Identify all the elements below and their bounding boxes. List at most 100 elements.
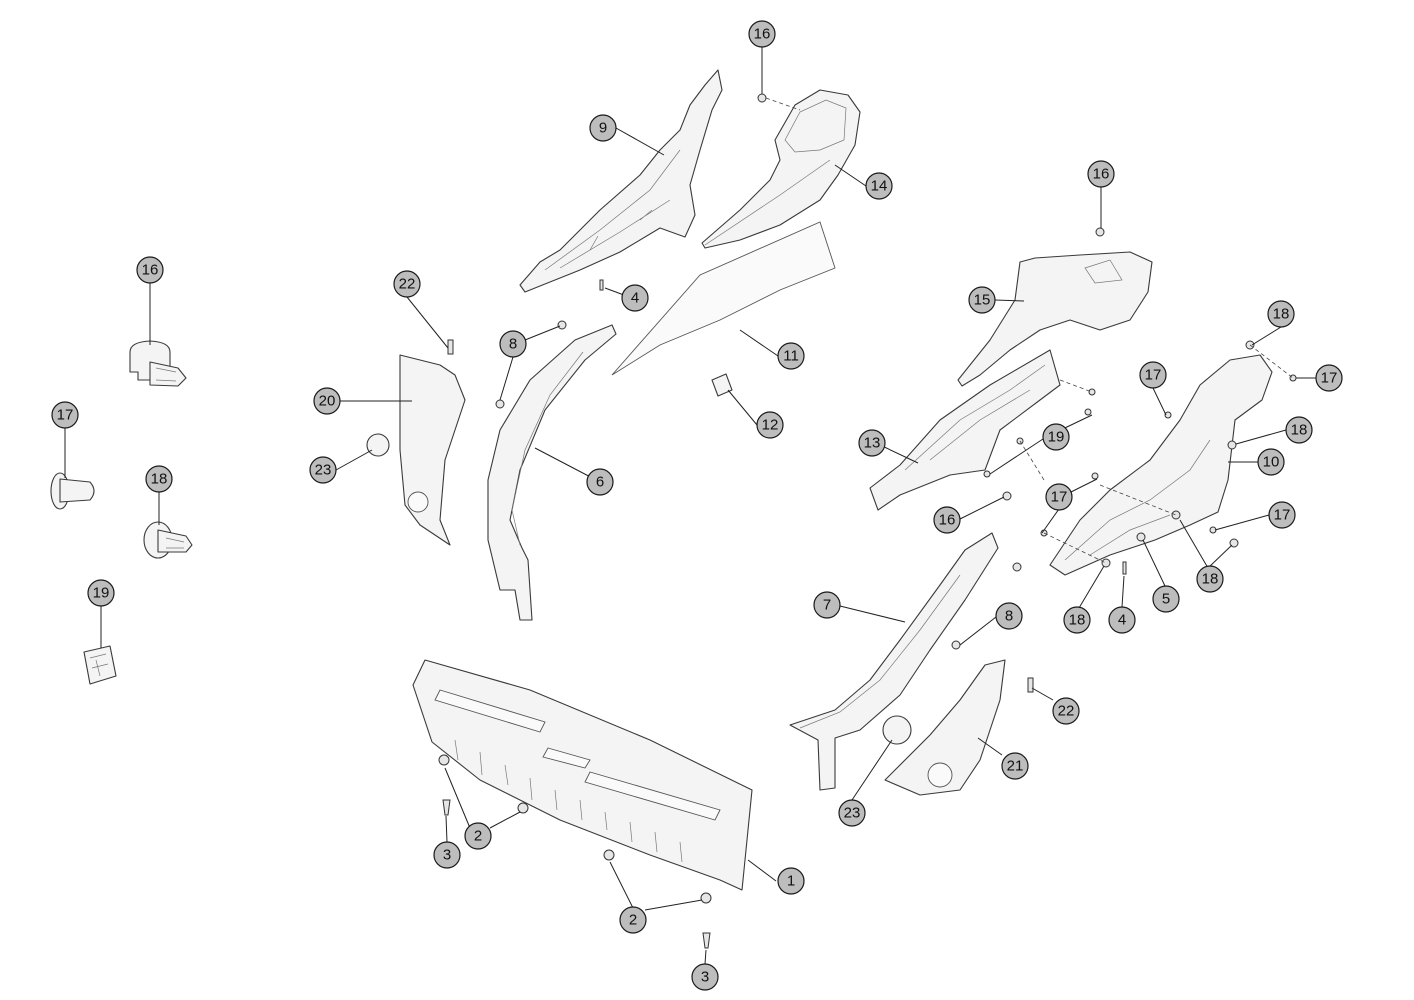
callout-label: 4	[631, 290, 639, 307]
callout-18[interactable]: 18	[1196, 565, 1224, 593]
callout-4[interactable]: 4	[621, 284, 649, 312]
callout-17[interactable]: 17	[1139, 361, 1167, 389]
callout-label: 1	[787, 873, 795, 890]
callout-label: 2	[474, 828, 482, 845]
callout-label: 13	[864, 435, 881, 452]
callout-16[interactable]: 16	[1087, 160, 1115, 188]
callout-8[interactable]: 8	[995, 602, 1023, 630]
detail-clip-16	[129, 340, 187, 387]
callout-11[interactable]: 11	[777, 342, 805, 370]
detail-nut-19	[83, 645, 117, 685]
part-14	[701, 89, 861, 249]
callout-22[interactable]: 22	[1052, 697, 1080, 725]
part-21	[884, 659, 1006, 796]
callout-21[interactable]: 21	[1001, 752, 1029, 780]
callout-9[interactable]: 9	[589, 114, 617, 142]
callout-label: 14	[871, 178, 888, 195]
callout-3[interactable]: 3	[691, 963, 719, 991]
callout-14[interactable]: 14	[865, 172, 893, 200]
callout-6[interactable]: 6	[586, 468, 614, 496]
callout-label: 6	[596, 474, 604, 491]
callout-label: 16	[1093, 166, 1110, 183]
callout-17[interactable]: 17	[1268, 501, 1296, 529]
callout-15[interactable]: 15	[968, 286, 996, 314]
callout-10[interactable]: 10	[1257, 448, 1285, 476]
callout-label: 16	[754, 26, 771, 43]
callout-7[interactable]: 7	[813, 591, 841, 619]
callout-label: 22	[1058, 703, 1075, 720]
callout-19[interactable]: 19	[87, 579, 115, 607]
callout-12[interactable]: 12	[756, 411, 784, 439]
part-9	[519, 69, 723, 293]
callout-18[interactable]: 18	[145, 465, 173, 493]
callout-label: 19	[93, 585, 110, 602]
assembly-dashed-lines	[765, 97, 1294, 564]
callout-label: 2	[629, 912, 637, 929]
part-13	[869, 349, 1061, 511]
callout-16[interactable]: 16	[136, 256, 164, 284]
callout-label: 3	[701, 969, 709, 986]
callout-17[interactable]: 17	[51, 401, 79, 429]
detail-clip-18	[143, 521, 193, 559]
callout-label: 18	[1069, 612, 1086, 629]
callout-5[interactable]: 5	[1152, 585, 1180, 613]
callout-label: 9	[599, 120, 607, 137]
fasteners	[366, 93, 1297, 949]
callout-label: 23	[844, 805, 861, 822]
callout-17[interactable]: 17	[1045, 483, 1073, 511]
callout-16[interactable]: 16	[748, 20, 776, 48]
callout-22[interactable]: 22	[393, 270, 421, 298]
callout-18[interactable]: 18	[1285, 416, 1313, 444]
callout-label: 7	[823, 597, 831, 614]
part-1	[412, 659, 753, 891]
callout-label: 17	[1051, 489, 1068, 506]
callout-label: 17	[1321, 370, 1338, 387]
part-12	[711, 373, 733, 397]
detail-pin-17	[50, 472, 95, 510]
callout-2[interactable]: 2	[464, 822, 492, 850]
callout-label: 8	[1005, 608, 1013, 625]
callout-1[interactable]: 1	[777, 867, 805, 895]
callout-label: 4	[1118, 612, 1126, 629]
callout-13[interactable]: 13	[858, 429, 886, 457]
callout-label: 15	[974, 292, 991, 309]
callout-8[interactable]: 8	[499, 330, 527, 358]
callout-label: 5	[1162, 591, 1170, 608]
callout-label: 18	[1202, 571, 1219, 588]
callout-label: 16	[142, 262, 159, 279]
part-7	[789, 532, 999, 791]
callout-label: 17	[1274, 507, 1291, 524]
leader-lines	[64, 47, 1316, 965]
callout-label: 22	[399, 276, 416, 293]
callout-label: 11	[783, 348, 799, 365]
part-11	[611, 221, 836, 376]
callout-20[interactable]: 20	[313, 387, 341, 415]
callout-label: 20	[319, 393, 336, 410]
callout-3[interactable]: 3	[433, 841, 461, 869]
callout-label: 23	[315, 462, 332, 479]
callout-label: 17	[57, 407, 74, 424]
part-6	[487, 324, 617, 621]
callout-2[interactable]: 2	[619, 906, 647, 934]
callout-label: 10	[1263, 454, 1280, 471]
part-15	[957, 251, 1153, 387]
part-20	[399, 354, 466, 546]
callout-23[interactable]: 23	[309, 456, 337, 484]
callout-23[interactable]: 23	[838, 799, 866, 827]
callout-label: 8	[509, 336, 517, 353]
callout-label: 18	[1291, 422, 1308, 439]
callout-label: 18	[1273, 306, 1290, 323]
callout-16[interactable]: 16	[933, 506, 961, 534]
callout-label: 19	[1048, 429, 1065, 446]
callout-label: 17	[1145, 367, 1162, 384]
callout-label: 3	[443, 847, 451, 864]
part-10	[1049, 354, 1273, 576]
callout-4[interactable]: 4	[1108, 606, 1136, 634]
callout-19[interactable]: 19	[1042, 423, 1070, 451]
callout-17[interactable]: 17	[1315, 364, 1343, 392]
callout-label: 21	[1007, 758, 1024, 775]
callout-label: 18	[151, 471, 168, 488]
callout-18[interactable]: 18	[1063, 606, 1091, 634]
callout-18[interactable]: 18	[1267, 300, 1295, 328]
